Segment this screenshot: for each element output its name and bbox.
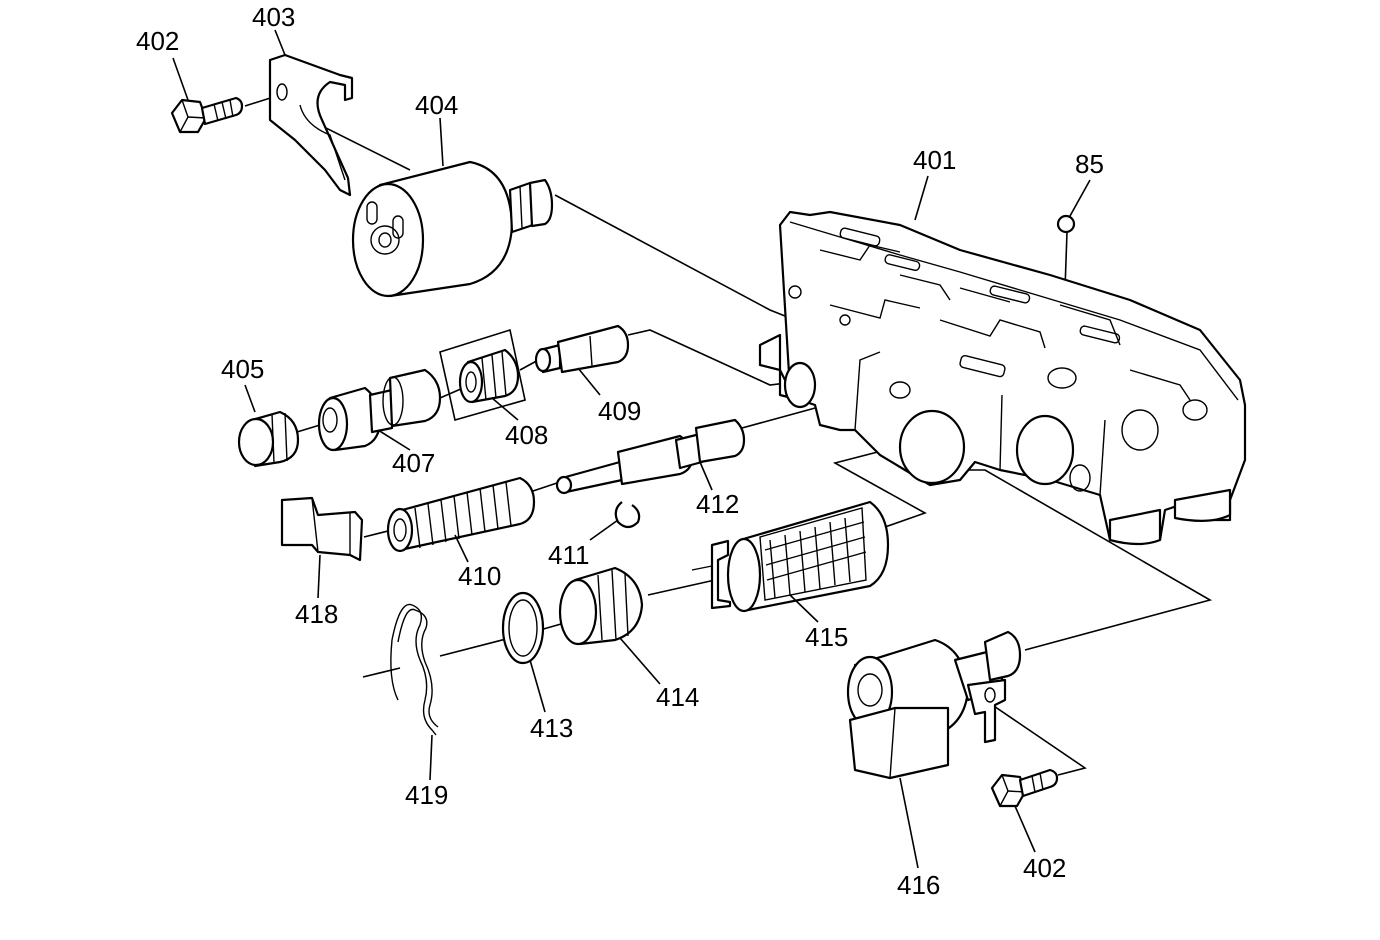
filter-415 <box>691 500 890 613</box>
spring-408 <box>439 328 526 422</box>
valve-414 <box>558 566 644 646</box>
callout-414: 414 <box>656 682 700 712</box>
valve-body-401 <box>758 210 1247 546</box>
callout-419: 419 <box>405 780 449 810</box>
leader-lines <box>172 29 1091 869</box>
callout-415: 415 <box>805 622 849 652</box>
valve-409 <box>534 324 630 374</box>
solenoid-404 <box>351 160 554 298</box>
callout-410: 410 <box>458 561 502 591</box>
bolt-402-bottom <box>990 768 1059 808</box>
callout-404: 404 <box>415 90 459 120</box>
plug-405 <box>237 410 300 468</box>
clip-411 <box>614 501 641 529</box>
callout-407: 407 <box>392 448 436 478</box>
check-ball-85 <box>1056 214 1076 234</box>
spring-410 <box>386 476 536 553</box>
callout-416: 416 <box>897 870 941 900</box>
spring-clip-419 <box>390 603 439 736</box>
callout-418: 418 <box>295 599 339 629</box>
callout-413: 413 <box>530 713 574 743</box>
bracket-403 <box>268 53 354 197</box>
valve-412 <box>555 418 746 495</box>
callout-402-bottom: 402 <box>1023 853 1067 883</box>
callout-409: 409 <box>598 396 642 426</box>
callout-408: 408 <box>505 420 549 450</box>
bolt-402-top <box>170 96 244 134</box>
solenoid-416 <box>846 630 1022 780</box>
callout-85: 85 <box>1075 149 1104 179</box>
valve-407 <box>317 368 442 452</box>
callout-401: 401 <box>913 145 957 175</box>
o-ring-413 <box>501 591 545 665</box>
callout-405: 405 <box>221 354 265 384</box>
callout-412: 412 <box>696 489 740 519</box>
callout-411: 411 <box>548 540 590 570</box>
callout-403: 403 <box>252 2 296 32</box>
retainer-418 <box>280 496 364 562</box>
callout-402-top: 402 <box>136 26 180 56</box>
